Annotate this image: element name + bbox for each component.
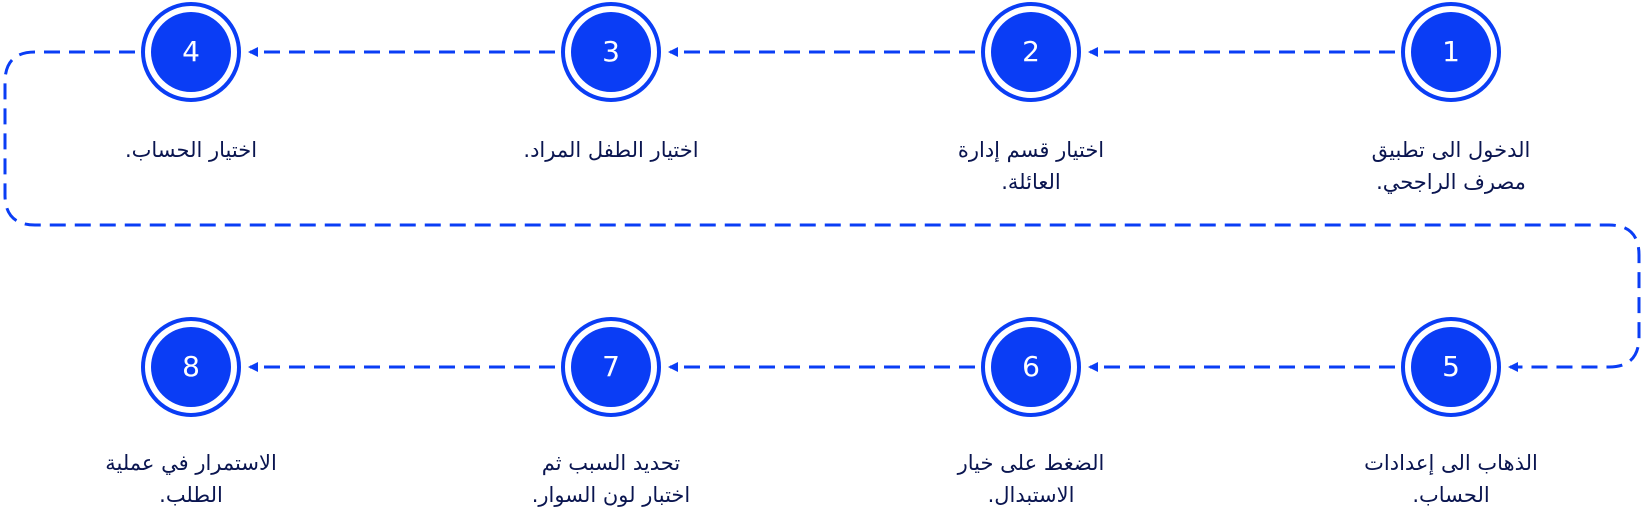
connector-4-5 bbox=[3, 50, 1641, 372]
step-4-circle: 4 bbox=[141, 2, 241, 102]
step-4-label: اختيار الحساب. bbox=[61, 134, 321, 166]
step-1-line-2: مصرف الراجحي. bbox=[1376, 170, 1526, 194]
step-5-line-1: الذهاب الى إعدادات bbox=[1364, 451, 1538, 475]
step-4-line-1: اختيار الحساب. bbox=[124, 138, 258, 162]
step-8-number: 8 bbox=[182, 350, 200, 383]
step-1-label: الدخول الى تطبيق مصرف الراجحي. bbox=[1321, 134, 1581, 198]
step-7-number: 7 bbox=[602, 350, 620, 383]
step-3-label: اختيار الطفل المراد. bbox=[481, 134, 741, 166]
step-4-number: 4 bbox=[182, 35, 200, 68]
step-8-label: الاستمرار في عملية الطلب. bbox=[61, 447, 321, 511]
step-7-line-1: تحديد السبب ثم bbox=[541, 451, 681, 475]
step-8-line-2: الطلب. bbox=[159, 483, 223, 507]
step-6-label: الضغط على خيار الاستبدال. bbox=[901, 447, 1161, 511]
step-8-circle: 8 bbox=[141, 317, 241, 417]
step-1-circle: 1 bbox=[1401, 2, 1501, 102]
step-1-number: 1 bbox=[1442, 35, 1460, 68]
step-3-number: 3 bbox=[602, 35, 620, 68]
step-2-number: 2 bbox=[1022, 35, 1040, 68]
step-1-line-1: الدخول الى تطبيق bbox=[1371, 138, 1531, 162]
step-5-number: 5 bbox=[1442, 350, 1460, 383]
step-7-label: تحديد السبب ثم اختبار لون السوار. bbox=[481, 447, 741, 511]
step-7-circle: 7 bbox=[561, 317, 661, 417]
step-6-line-2: الاستبدال. bbox=[987, 483, 1075, 507]
step-8-line-1: الاستمرار في عملية bbox=[105, 451, 277, 475]
step-2-line-2: العائلة. bbox=[1001, 170, 1061, 194]
step-5-line-2: الحساب. bbox=[1412, 483, 1490, 507]
step-3-line-1: اختيار الطفل المراد. bbox=[523, 138, 699, 162]
step-2-label: اختيار قسم إدارة العائلة. bbox=[901, 134, 1161, 198]
step-2-circle: 2 bbox=[981, 2, 1081, 102]
step-7-line-2: اختبار لون السوار. bbox=[531, 483, 691, 507]
step-5-label: الذهاب الى إعدادات الحساب. bbox=[1321, 447, 1581, 511]
step-5-circle: 5 bbox=[1401, 317, 1501, 417]
step-6-number: 6 bbox=[1022, 350, 1040, 383]
step-6-circle: 6 bbox=[981, 317, 1081, 417]
step-2-line-1: اختيار قسم إدارة bbox=[957, 138, 1105, 162]
step-6-line-1: الضغط على خيار bbox=[957, 451, 1105, 475]
step-3-circle: 3 bbox=[561, 2, 661, 102]
